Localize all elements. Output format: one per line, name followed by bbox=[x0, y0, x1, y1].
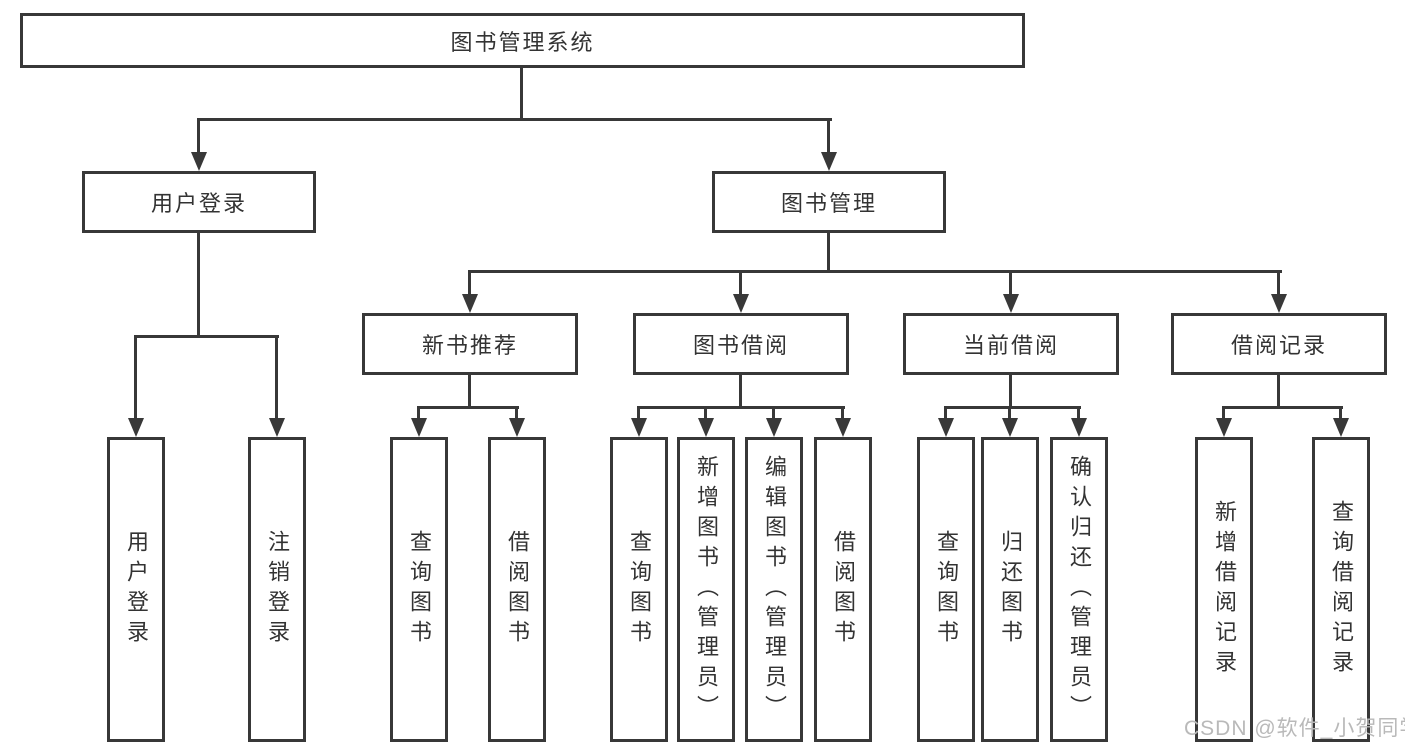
arrowhead-icon bbox=[1271, 294, 1287, 313]
arrowhead-icon bbox=[938, 418, 954, 437]
node-book-management-system: 图书管理系统 bbox=[20, 13, 1025, 68]
edge-drop-user-login bbox=[197, 118, 200, 154]
arrowhead-icon bbox=[269, 418, 285, 437]
arrowhead-icon bbox=[509, 418, 525, 437]
leaf-borrowing-add-books-admin: 新增图书（管理员） bbox=[677, 437, 735, 742]
arrowhead-icon bbox=[1003, 294, 1019, 313]
edge-drop-leaf bbox=[417, 406, 420, 420]
edge-drop-leaf bbox=[1008, 406, 1011, 420]
edge-drop-borrowing bbox=[739, 270, 742, 296]
edge-root-stem bbox=[520, 68, 523, 120]
leaf-records-add-record: 新增借阅记录 bbox=[1195, 437, 1253, 742]
arrowhead-icon bbox=[462, 294, 478, 313]
watermark: CSDN @软件_小贺同学 bbox=[1184, 717, 1405, 740]
leaf-records-query-record: 查询借阅记录 bbox=[1312, 437, 1370, 742]
arrowhead-icon bbox=[698, 418, 714, 437]
arrowhead-icon bbox=[835, 418, 851, 437]
edge-drop-book-management bbox=[827, 118, 830, 154]
edge-drop-leaf bbox=[704, 406, 707, 420]
node-new-book-recommend: 新书推荐 bbox=[362, 313, 578, 375]
arrowhead-icon bbox=[1216, 418, 1232, 437]
leaf-user-login: 用户登录 bbox=[107, 437, 165, 742]
leaf-current-return-books: 归还图书 bbox=[981, 437, 1039, 742]
arrowhead-icon bbox=[128, 418, 144, 437]
edge-drop-leaf bbox=[944, 406, 947, 420]
edge-drop-login-leaf bbox=[134, 335, 137, 420]
edge-drop-leaf bbox=[515, 406, 518, 420]
node-user-login: 用户登录 bbox=[82, 171, 316, 233]
edge-user-login-stem bbox=[197, 233, 200, 337]
edge-drop-leaf bbox=[1222, 406, 1225, 420]
edge-drop-records bbox=[1277, 270, 1280, 296]
edge-drop-recommend bbox=[468, 270, 471, 296]
edge-borrowing-rail bbox=[637, 406, 845, 409]
edge-drop-leaf bbox=[772, 406, 775, 420]
edge-recommend-rail bbox=[417, 406, 519, 409]
edge-drop-logout-leaf bbox=[275, 335, 278, 420]
edge-drop-current bbox=[1009, 270, 1012, 296]
arrowhead-icon bbox=[1333, 418, 1349, 437]
edge-user-login-rail bbox=[134, 335, 279, 338]
node-book-management: 图书管理 bbox=[712, 171, 946, 233]
leaf-recommend-borrow-books: 借阅图书 bbox=[488, 437, 546, 742]
leaf-borrowing-borrow-books: 借阅图书 bbox=[814, 437, 872, 742]
edge-drop-leaf bbox=[637, 406, 640, 420]
arrowhead-icon bbox=[191, 152, 207, 171]
node-borrowing-records: 借阅记录 bbox=[1171, 313, 1387, 375]
edge-level2-rail bbox=[468, 270, 1282, 273]
arrowhead-icon bbox=[411, 418, 427, 437]
leaf-borrowing-edit-books-admin: 编辑图书（管理员） bbox=[745, 437, 803, 742]
edge-drop-leaf bbox=[1077, 406, 1080, 420]
edge-recommend-stem bbox=[468, 375, 471, 408]
edge-level1-rail bbox=[197, 118, 832, 121]
arrowhead-icon bbox=[631, 418, 647, 437]
leaf-logout: 注销登录 bbox=[248, 437, 306, 742]
arrowhead-icon bbox=[1002, 418, 1018, 437]
leaf-borrowing-query-books: 查询图书 bbox=[610, 437, 668, 742]
edge-book-management-stem bbox=[827, 233, 830, 272]
edge-records-stem bbox=[1277, 375, 1280, 408]
edge-records-rail bbox=[1222, 406, 1343, 409]
edge-drop-leaf bbox=[1339, 406, 1342, 420]
node-current-borrowing: 当前借阅 bbox=[903, 313, 1119, 375]
edge-current-rail bbox=[944, 406, 1081, 409]
arrowhead-icon bbox=[766, 418, 782, 437]
edge-drop-leaf bbox=[841, 406, 844, 420]
leaf-recommend-query-books: 查询图书 bbox=[390, 437, 448, 742]
arrowhead-icon bbox=[1071, 418, 1087, 437]
node-book-borrowing: 图书借阅 bbox=[633, 313, 849, 375]
arrowhead-icon bbox=[733, 294, 749, 313]
edge-current-stem bbox=[1009, 375, 1012, 408]
edge-borrowing-stem bbox=[739, 375, 742, 408]
arrowhead-icon bbox=[821, 152, 837, 171]
leaf-current-query-books: 查询图书 bbox=[917, 437, 975, 742]
leaf-current-confirm-return-admin: 确认归还（管理员） bbox=[1050, 437, 1108, 742]
